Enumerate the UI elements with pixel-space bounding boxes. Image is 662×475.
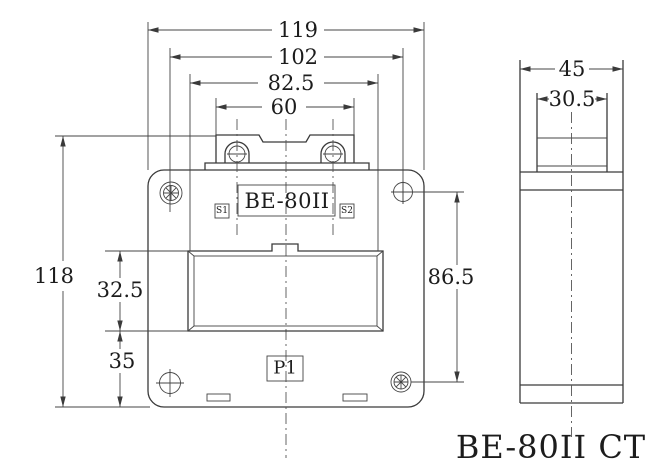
- dim-window-width: 82.5: [268, 71, 315, 95]
- polarity-p1-label: P1: [273, 358, 297, 379]
- dim-overall-height: 118: [34, 264, 74, 288]
- terminal-flange: [204, 162, 370, 170]
- mount-hole-bottom-left: [156, 369, 184, 397]
- window-corner-tick-tl: [187, 250, 195, 257]
- torx-screw-spokes: [394, 375, 408, 389]
- terminal-block: [215, 134, 355, 163]
- dimensions-front-right: 86.5: [391, 181, 476, 383]
- torx-screw-top-left: [159, 181, 183, 205]
- dim-text-bg: [262, 96, 306, 118]
- side-view: [519, 60, 624, 437]
- dim-hole-spacing-horizontal: 102: [278, 45, 318, 69]
- dim-terminal-block-width: 60: [271, 95, 298, 119]
- terminal-s2-box: [339, 203, 355, 219]
- torx-screw-spokes: [164, 186, 178, 200]
- dimensions-side: 45 30.5: [520, 57, 623, 111]
- window-aperture-inner: [193, 255, 378, 327]
- dim-overall-depth: 45: [559, 57, 586, 81]
- dim-hole-spacing-vertical: 86.5: [428, 265, 475, 289]
- torx-screw-outer-circle: [159, 181, 183, 205]
- model-label-plate: [237, 184, 336, 217]
- torx-screw-bottom-right: [390, 371, 412, 393]
- polarity-p1-box: [266, 355, 304, 382]
- vent-slot-left: [206, 393, 231, 402]
- dim-text-bg: [272, 19, 324, 41]
- terminal-s1-label: S1: [216, 206, 228, 216]
- dimensions-front-top: 119 102 82.5 60: [147, 18, 425, 251]
- dim-text-bg: [37, 261, 71, 291]
- terminal-s1-box: [214, 203, 230, 219]
- window-corner-tick-tr: [376, 250, 384, 257]
- dim-text-bg: [106, 349, 138, 373]
- dim-terminal-block-depth: 30.5: [549, 87, 596, 111]
- dimensions-front-left: 118 32.5 35: [34, 135, 216, 408]
- dim-text-bg: [258, 72, 324, 94]
- terminal-s2-label: S2: [341, 206, 353, 216]
- dim-window-to-bottom: 35: [109, 349, 136, 373]
- window-corner-tick-br: [376, 325, 384, 332]
- dim-text-bg: [426, 265, 476, 289]
- dim-text-bg: [549, 88, 595, 110]
- window-aperture-outer: [187, 243, 384, 332]
- vent-slot-right: [342, 393, 368, 402]
- front-view: BE-80II S1 S2 P1: [147, 119, 425, 458]
- dim-text-bg: [98, 278, 142, 302]
- dim-text-bg: [555, 58, 589, 80]
- dim-window-height: 32.5: [97, 278, 144, 302]
- model-label: BE-80II: [244, 189, 329, 213]
- dim-overall-width: 119: [278, 18, 318, 42]
- torx-screw-inner-circle: [163, 185, 179, 201]
- dim-text-bg: [272, 46, 324, 68]
- drawing-title: BE-80II CT: [456, 428, 646, 466]
- window-corner-tick-bl: [187, 325, 195, 332]
